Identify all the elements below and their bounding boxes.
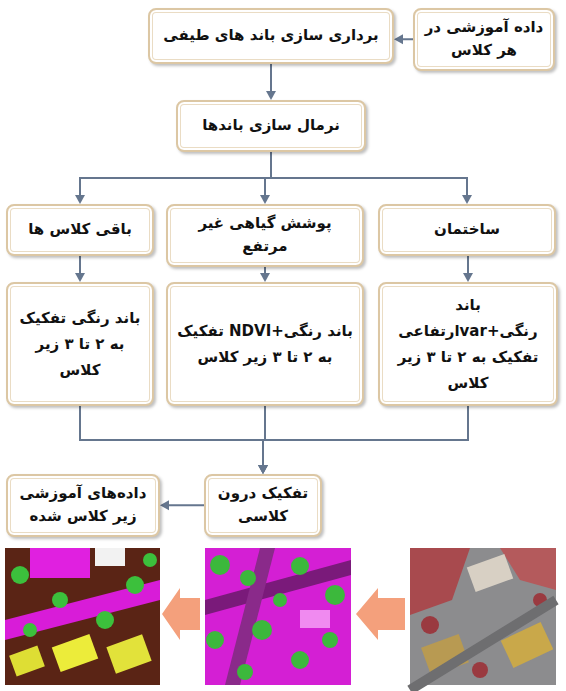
connector-line <box>79 256 81 273</box>
arrow-head <box>258 465 268 474</box>
arrow-head <box>394 34 403 44</box>
box-label: نرمال سازی باندها <box>202 114 340 137</box>
flow-arrow <box>162 588 200 640</box>
connector <box>271 152 472 204</box>
connector-line <box>271 152 467 195</box>
process-box: داده آموزشی در هر کلاس <box>413 8 555 71</box>
arrow-head <box>260 273 270 282</box>
connector <box>394 34 413 44</box>
connector-line <box>263 406 468 465</box>
box-label: باند رنگی+NDVI تفکیک به ۲ تا ۳ زیر کلاس <box>174 318 356 371</box>
process-box: پوشش گیاهی غیر مرتفع <box>166 204 364 267</box>
segmentation-image <box>5 548 160 685</box>
connector <box>160 500 204 510</box>
box-label: داده آموزشی در هر کلاس <box>421 16 547 63</box>
arrow-head <box>266 91 276 100</box>
box-label: برداری سازی باند های طیفی <box>163 24 378 47</box>
arrow-head <box>258 465 268 474</box>
connector-line <box>169 504 204 506</box>
connector-line <box>264 267 266 274</box>
process-box: داده‌های آموزشی زیر کلاس شده <box>6 474 160 537</box>
box-label: باند رنگی+varارتفاعی تفکیک به ۲ تا ۳ زیر… <box>386 292 550 397</box>
connector <box>80 406 268 474</box>
connector <box>463 256 473 282</box>
box-label: پوشش گیاهی غیر مرتفع <box>174 212 356 259</box>
process-box: تفکیک درون کلاسی <box>204 474 322 537</box>
connector-line <box>80 152 271 195</box>
vegetation-image <box>205 548 351 685</box>
process-box: نرمال سازی باندها <box>176 100 366 152</box>
process-box: باند رنگی+NDVI تفکیک به ۲ تا ۳ زیر کلاس <box>166 282 364 406</box>
process-box: ساختمان <box>378 204 556 256</box>
process-box: باقی کلاس ها <box>6 204 154 256</box>
connector <box>258 406 468 474</box>
process-box: باند رنگی+varارتفاعی تفکیک به ۲ تا ۳ زیر… <box>378 282 558 406</box>
box-label: باقی کلاس ها <box>28 218 132 241</box>
connector <box>266 64 276 100</box>
connector-line <box>270 64 272 91</box>
connector-line <box>467 256 469 273</box>
box-label: تفکیک درون کلاسی <box>212 482 314 529</box>
arrow-head <box>462 195 472 204</box>
connector-line <box>80 406 263 465</box>
arrow-head <box>160 500 169 510</box>
arrow-head <box>463 273 473 282</box>
box-label: باند رنگی تفکیک به ۲ تا ۳ زیر کلاس <box>14 305 146 384</box>
flow-arrow <box>356 588 405 640</box>
aerial-image <box>410 548 556 690</box>
connector <box>260 267 270 283</box>
connector <box>75 256 85 282</box>
box-label: داده‌های آموزشی زیر کلاس شده <box>14 482 152 529</box>
arrow-head <box>260 195 270 204</box>
arrow-head <box>258 465 268 474</box>
box-label: ساختمان <box>434 218 500 241</box>
process-box: برداری سازی باند های طیفی <box>148 8 394 64</box>
connector <box>75 152 271 204</box>
arrow-head <box>75 273 85 282</box>
arrow-head <box>75 195 85 204</box>
process-box: باند رنگی تفکیک به ۲ تا ۳ زیر کلاس <box>6 282 154 406</box>
connector-line <box>403 38 413 40</box>
